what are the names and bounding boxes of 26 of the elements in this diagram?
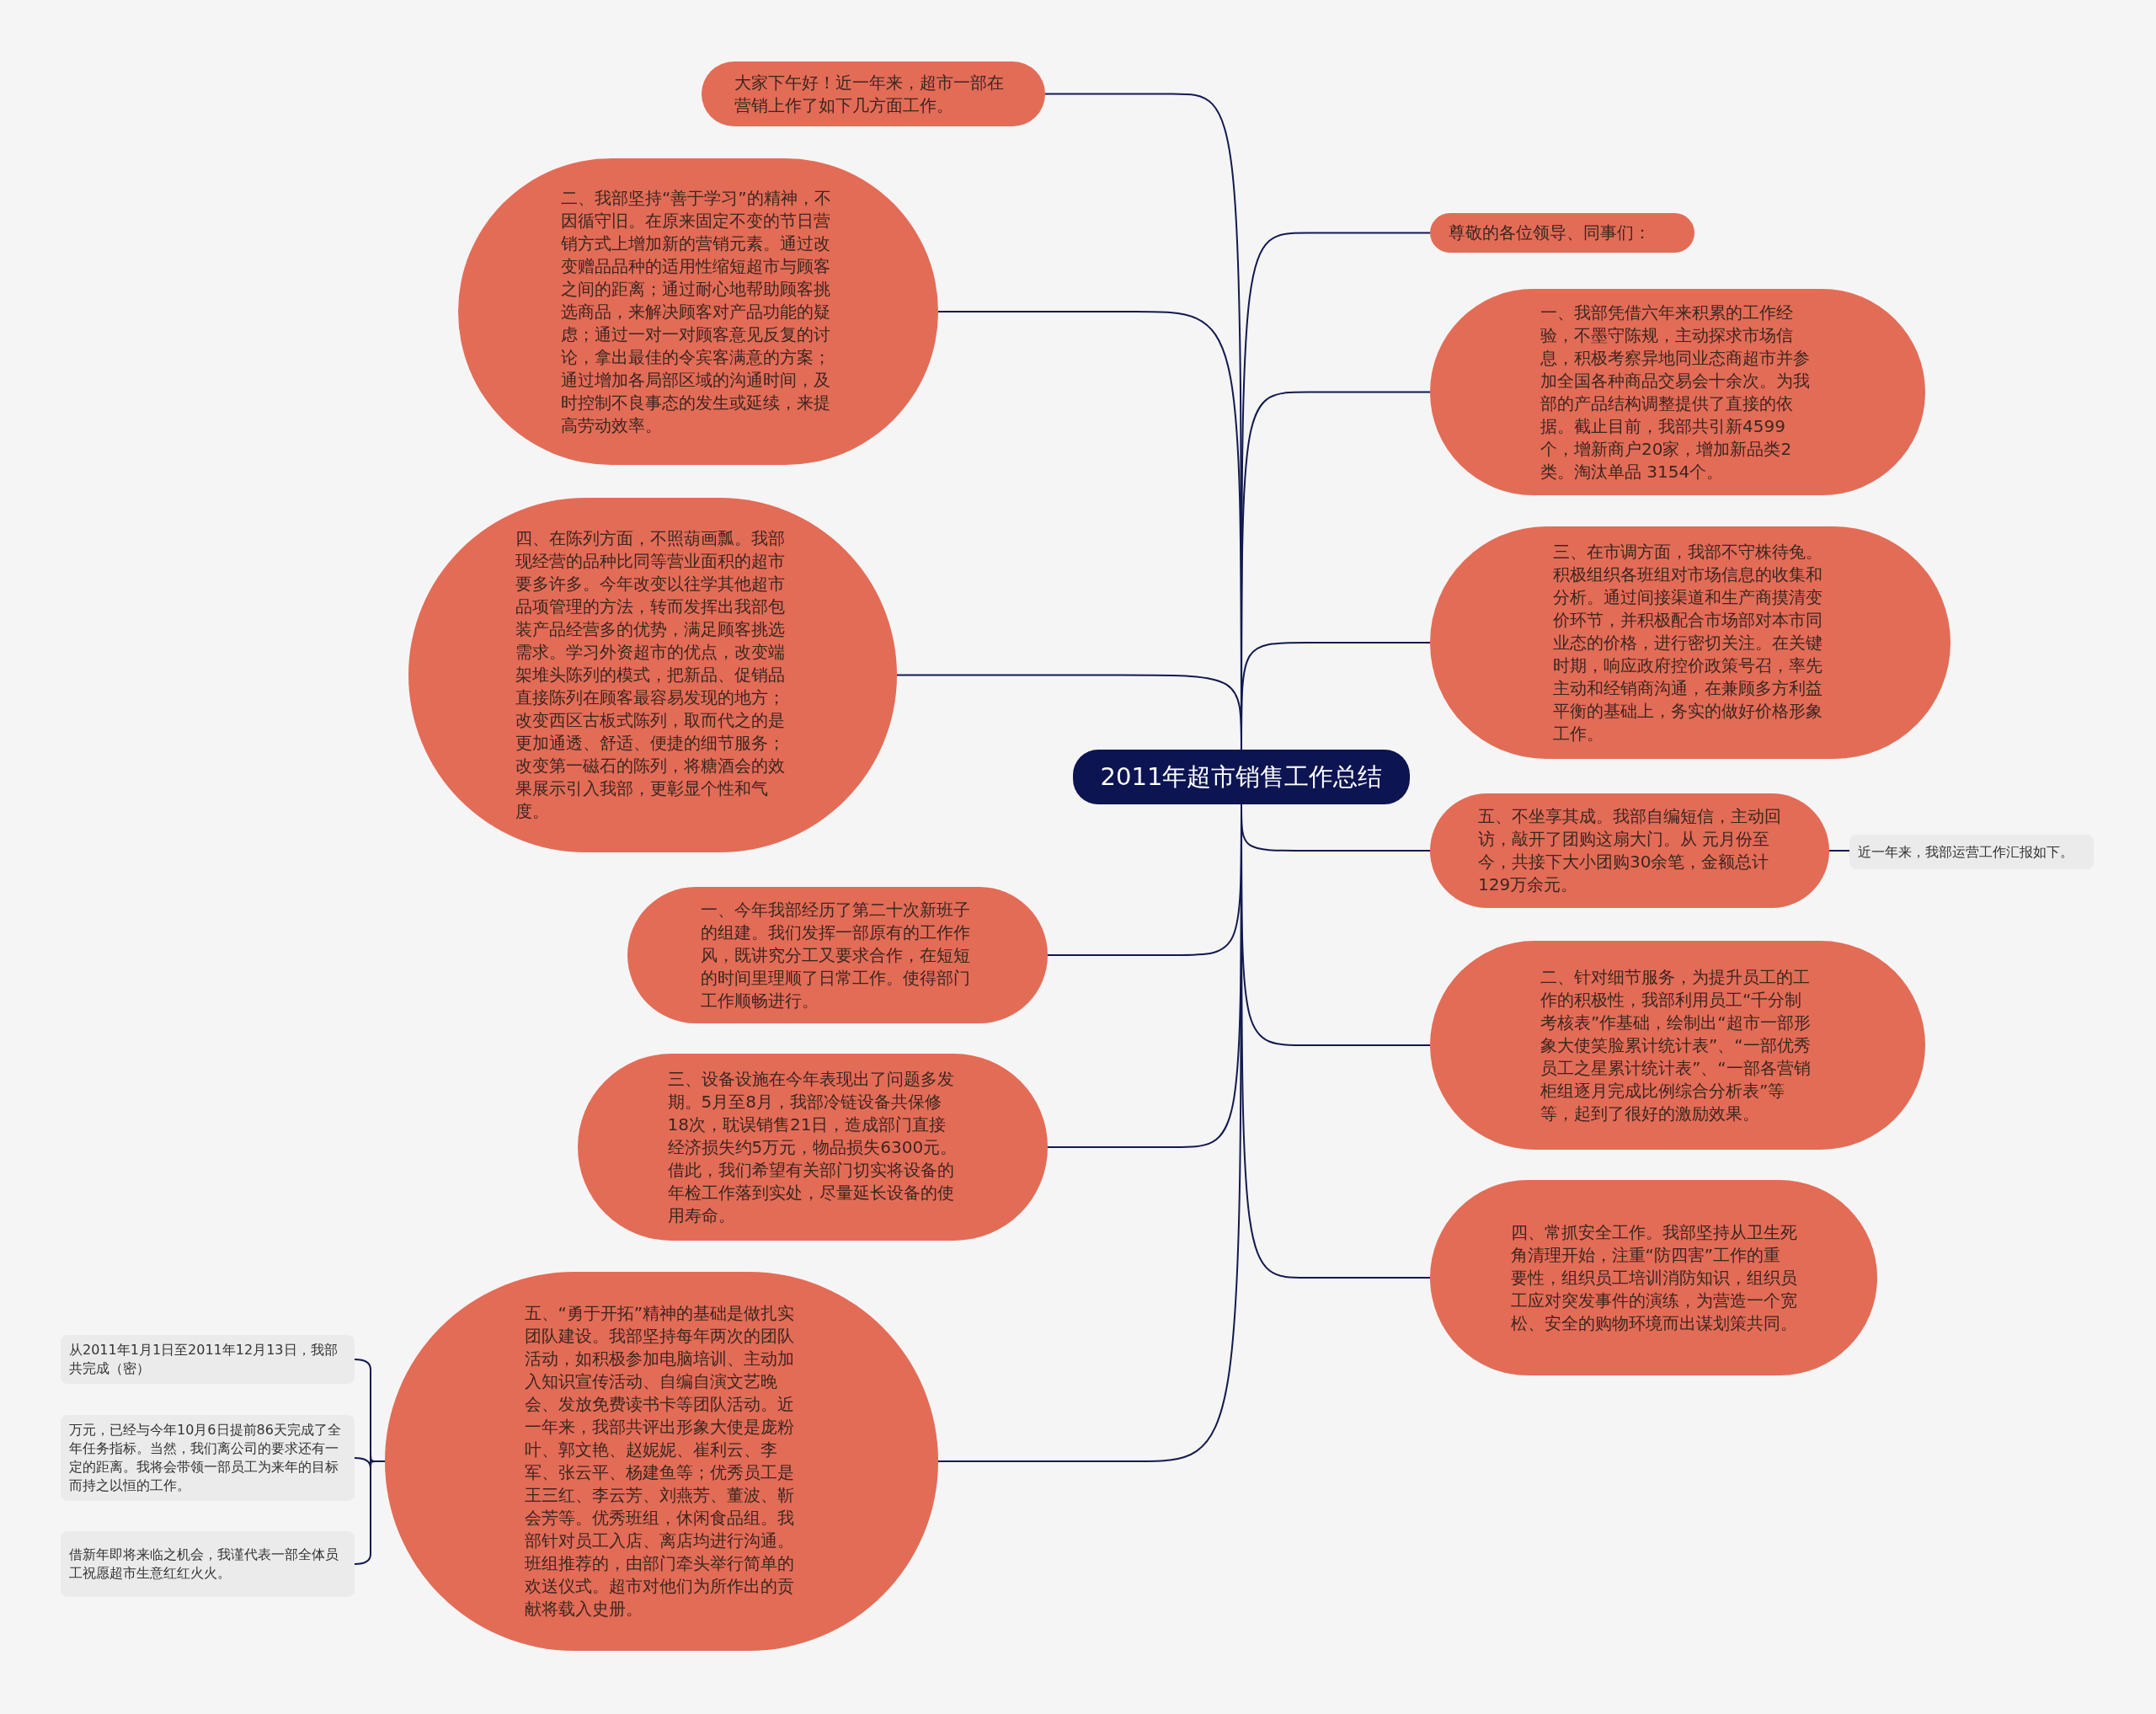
note-text: 借新年即将来临之机会，我谨代表一部全体员工祝愿超市生意红红火火。 — [69, 1546, 339, 1583]
topic-text: 二、针对细节服务，为提升员工的工作的积极性，我部利用员工“千分制考核表”作基础，绘制出“超市一部形象大使笑脸累计统计表”、“一部优秀员工之星累计统计表”、“一部各营销柜组逐月完成比例综合分析表”等等，起到了很好的激励效果。 — [1540, 965, 1812, 1125]
topic-text: 五、“勇于开拓”精神的基础是做扎实团队建设。我部坚持每年两次的团队活动，如积极参加电脑培训、主动加入知识宣传活动、自编自演文艺晚会、发放免费读书卡等团队活动。近一年来，我部共评出形象大使是庞粉叶、郭文艳、赵妮妮、崔利云、李军、张云平、杨建鱼等；优秀员工是王三红、李云芳、刘燕芳、董波、靳会芳等。优秀班组，休闲食品组。我部针对员工入店、离店均进行沟通。班组推荐的，由部门牵头举行简单的欢送仪式。超市对他们为所作出的贡献将载入史册。 — [524, 1302, 796, 1621]
topic-text: 五、不坐享其成。我部自编短信，主动回访，敲开了团购这扇大门。从 元月份至今，共接下大小团购30余笔，金额总计129万余元。 — [1478, 805, 1781, 896]
topic-text: 三、设备设施在今年表现出了问题多发期。5月至8月，我部冷链设备共保修18次，耽误销售21日，造成部门直接经济损失约5万元，物品损失6300元。借此，我们希望有关部门切实将设备的年检工作落到实处，尽量延长设备的使用寿命。 — [667, 1067, 958, 1227]
topic-text: 大家下午好！近一年来，超市一部在营销上作了如下几方面工作。 — [734, 71, 1005, 117]
topic-text: 四、常抓安全工作。我部坚持从卫生死角清理开始，注重“防四害”工作的重要性，组织员工培训消防知识，组织员工应对突发事件的演练，为营造一个宽松、安全的购物环境而出谋划策共同。 — [1510, 1220, 1797, 1335]
note-text: 从2011年1月1日至2011年12月13日，我部共完成（密） — [69, 1341, 339, 1378]
topic-text: 尊敬的各位领导、同事们： — [1449, 222, 1652, 244]
note-card — [61, 1335, 355, 1384]
note-card — [1849, 835, 2094, 869]
topic-text: 二、我部坚持“善于学习”的精神，不因循守旧。在原来固定不变的节日营销方式上增加新的营销元素。通过改变赠品品种的适用性缩短超市与顾客之间的距离；通过耐心地帮助顾客挑选商品，来解决顾客对产品功能的疑虑；通过一对一对顾客意见反复的讨论，拿出最佳的令宾客满意的方案；通过增加各局部区域的沟通时间，及时控制不良事态的发生或延续，来提高劳动效率。 — [561, 186, 832, 437]
central-topic — [1073, 750, 1410, 804]
topic-title: 2011年超市销售工作总结 — [1100, 761, 1383, 793]
connector-line — [1241, 642, 1431, 750]
topic-bubble — [1430, 213, 1694, 253]
note-text: 近一年来，我部运营工作汇报如下。 — [1858, 842, 2073, 862]
connector-line — [1828, 850, 1850, 852]
topic-text: 一、我部凭借六年来积累的工作经验，不墨守陈规，主动探求市场信息，积极考察异地同业态商超市并参加全国各种商品交易会十余次。为我部的产品结构调整提供了直接的依据。截止目前，我部共引新4599个，增新商户20家，增加新品类2类。淘汰单品 3154个。 — [1540, 301, 1811, 483]
topic-text: 四、在陈列方面，不照葫画瓢。我部现经营的品种比同等营业面积的超市要多许多。今年改变以往学其他超市品项管理的方法，转而发挥出我部包装产品经营多的优势，满足顾客挑选需求。学习外资超市的优点，改变端架堆头陈列的模式，把新品、促销品直接陈列在顾客最容易发现的地方；改变西区古板式陈列，取而代之的是更加通透、舒适、便捷的细节服务；改变第一磁石的陈列，将糖酒会的效果展示引入我部，更彰显个性和气度。 — [515, 527, 786, 823]
connector-line — [354, 1460, 386, 1565]
topic-text: 一、今年我部经历了第二十次新班子的组建。我们发挥一部原有的工作作风，既讲究分工又要求合作，在短短的时间里理顺了日常工作。使得部门工作顺畅进行。 — [700, 898, 971, 1012]
note-card — [61, 1531, 355, 1597]
note-card — [61, 1415, 355, 1501]
note-text: 万元，已经与今年10月6日提前86天完成了全年任务指标。当然，我们离公司的要求还有一定的距离。我将会带领一部员工为来年的目标而持之以恒的工作。 — [69, 1421, 342, 1495]
topic-text: 三、在市调方面，我部不守株待兔。积极组织各班组对市场信息的收集和分析。通过间接渠道和生产商摸清变价环节，并积极配合市场部对本市同业态的价格，进行密切关注。在关键时期，响应政府控价政策号召，率先主动和经销商沟通，在兼顾多方利益平衡的基础上，务实的做好价格形象工作。 — [1553, 540, 1823, 745]
